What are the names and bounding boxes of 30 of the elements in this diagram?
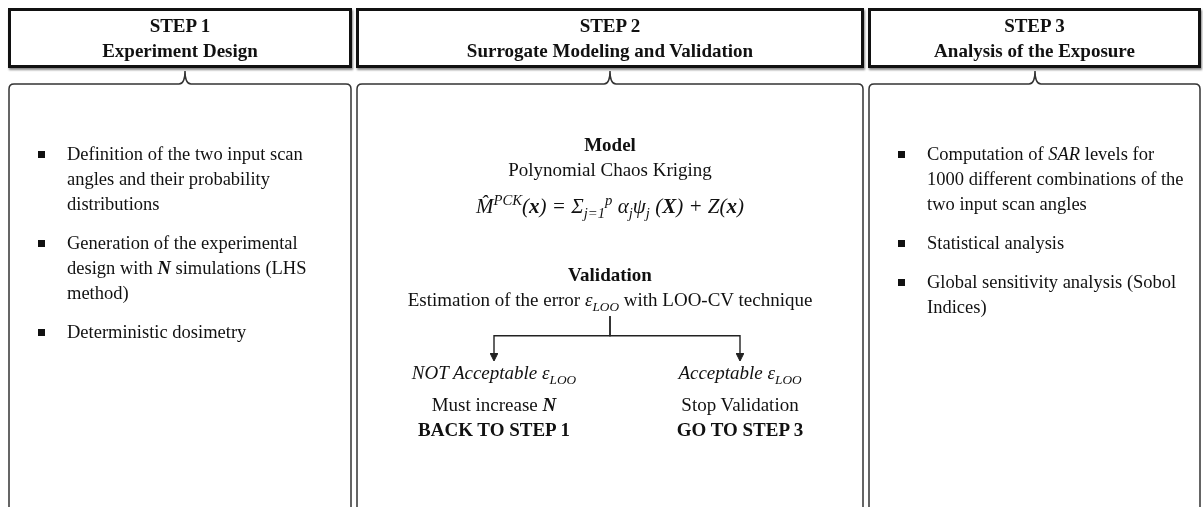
step-instruction: GO TO STEP 3 (675, 417, 805, 442)
step-panel (8, 70, 352, 507)
step-title: Analysis of the Exposure (934, 39, 1135, 63)
bullet-text: Generation of the experimental design with N simulations (LHS method) (67, 232, 308, 305)
bullet-text: Definition of the two input scan angles and their probability distributions (67, 143, 304, 216)
branch-arrow (609, 315, 745, 362)
bullet-text: Global sensitivity analysis (Sobol Indices) (927, 271, 1178, 319)
step-number: STEP 3 (1004, 14, 1065, 38)
formula-text: M̂$^{PCK}$(x) = Σ$_{j=1}$$^{p}$ α$_{j}$ψ$_{j}$ (X) + Z(x) (474, 191, 745, 224)
step-number: STEP 1 (149, 14, 211, 38)
bullet-text: Deterministic dosimetry (67, 321, 247, 344)
step-instruction: Validation (567, 263, 653, 287)
bullet-text: Computation of SAR levels for 1000 different combinations of the two input scan angles (927, 143, 1185, 216)
step-header (868, 8, 1201, 68)
bullet-text: Statistical analysis (927, 232, 1065, 255)
step-panel (356, 70, 864, 507)
note-text: Must increase N (430, 392, 558, 417)
condition-text: Acceptable ε$_{LOO}$ (676, 361, 803, 389)
condition-text: NOT Acceptable ε$_{LOO}$ (410, 361, 578, 389)
method-text: Polynomial Chaos Kriging (507, 158, 713, 182)
step-title: Experiment Design (102, 39, 258, 63)
section-heading: Model (583, 133, 637, 157)
step-number: STEP 2 (579, 14, 641, 38)
step-header (8, 8, 352, 68)
step-header (356, 8, 864, 68)
step-panel (868, 70, 1201, 507)
note-text: Stop Validation (680, 392, 800, 417)
step-instruction: BACK TO STEP 1 (417, 417, 571, 442)
note-text: Estimation of the error ε$_{LOO}$ with LOO-CV technique (406, 288, 814, 316)
step-title: Surrogate Modeling and Validation (466, 39, 754, 63)
